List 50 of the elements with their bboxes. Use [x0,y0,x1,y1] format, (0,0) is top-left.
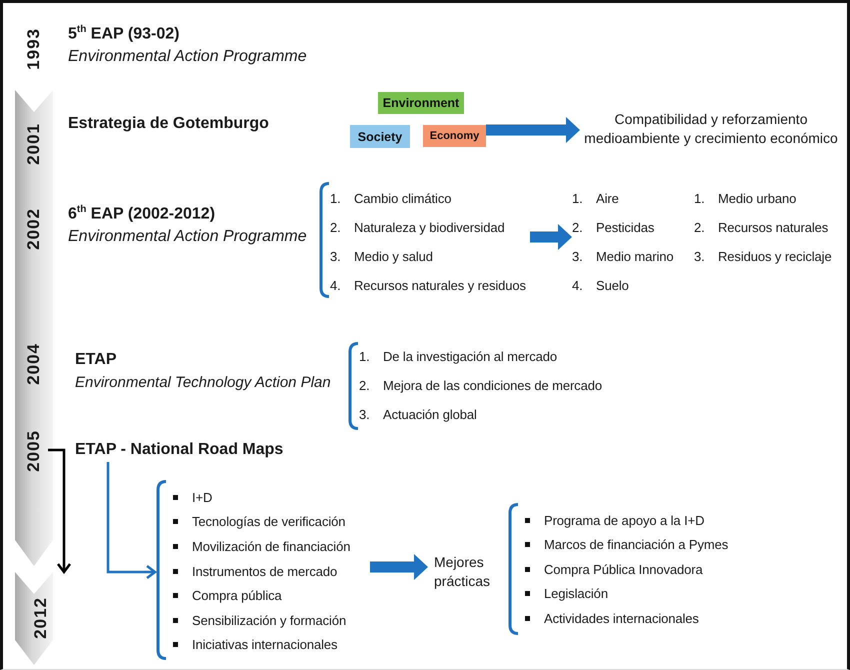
year-label: 2012 [31,597,51,639]
list-item: Tecnologías de verificación [173,510,370,534]
year-label: 2002 [24,208,44,250]
list-item: Sensibilización y formación [173,608,370,633]
list-item: Programa de apoyo a la I+D [525,508,742,532]
category-box: Economy [423,125,486,147]
block-arrow [530,224,572,250]
list-item: 4. Recursos naturales y residuos [330,277,527,295]
arrow [106,462,156,580]
list-item: 3. Medio y salud [330,248,434,266]
list-item: Movilización de financiación [173,534,370,559]
list-item: 1. Medio urbano [694,190,798,208]
heading: 6$^{th}$ EAP (2002-2012) [68,203,216,224]
list-item: Actividades internacionales [525,606,742,630]
category-box: Society [350,125,410,148]
heading: 5$^{th}$ EAP (93-02) [68,23,180,44]
category-box: Environment [378,92,464,114]
list-item: 2. Mejora de las condiciones de mercado [359,377,603,395]
list-item: Instrumentos de mercado [173,558,370,584]
list-item: 1. Aire [572,190,620,208]
list-item: 2. Pesticidas [572,219,656,237]
list-item: 1. Cambio climático [330,190,452,208]
list-item: Marcos de financiación a Pymes [525,532,742,557]
list-item: 3. Actuación global [359,406,478,424]
list-item: 1. De la investigación al mercado [359,348,558,366]
list-item: I+D [173,485,370,510]
block-arrow [370,554,428,580]
list-item: 2. Naturaleza y biodiversidad [330,219,506,237]
heading: Estrategia de Gotemburgo [68,114,270,134]
heading: ETAP - National Road Maps [75,440,284,460]
outcome-text: Compatibilidad y reforzamiento medioambiente y crecimiento económico [583,110,839,148]
year-label: 2001 [24,123,44,165]
subtitle: Environmental Action Programme [68,227,308,248]
year-label: 1993 [24,28,44,70]
list-item: 4. Suelo [572,277,630,295]
list-item: 3. Medio marino [572,248,675,266]
list-item: Iniciativas internacionales [173,632,370,658]
list-item: 3. Residuos y reciclaje [694,248,833,266]
arrow [48,448,72,574]
subtitle: Environmental Technology Action Plan [75,373,332,393]
list-item: Compra Pública Innovadora [525,557,742,582]
year-label: 2004 [24,343,44,385]
heading: ETAP [75,350,118,370]
year-label: 2005 [24,430,44,472]
list-item: Legislación [525,582,742,606]
block-arrow [486,117,580,143]
subtitle: Environmental Action Programme [68,47,308,68]
result-text: Mejores prácticas [433,553,492,591]
list-item: Compra pública [173,583,370,608]
list-item: 2. Recursos naturales [694,219,830,237]
